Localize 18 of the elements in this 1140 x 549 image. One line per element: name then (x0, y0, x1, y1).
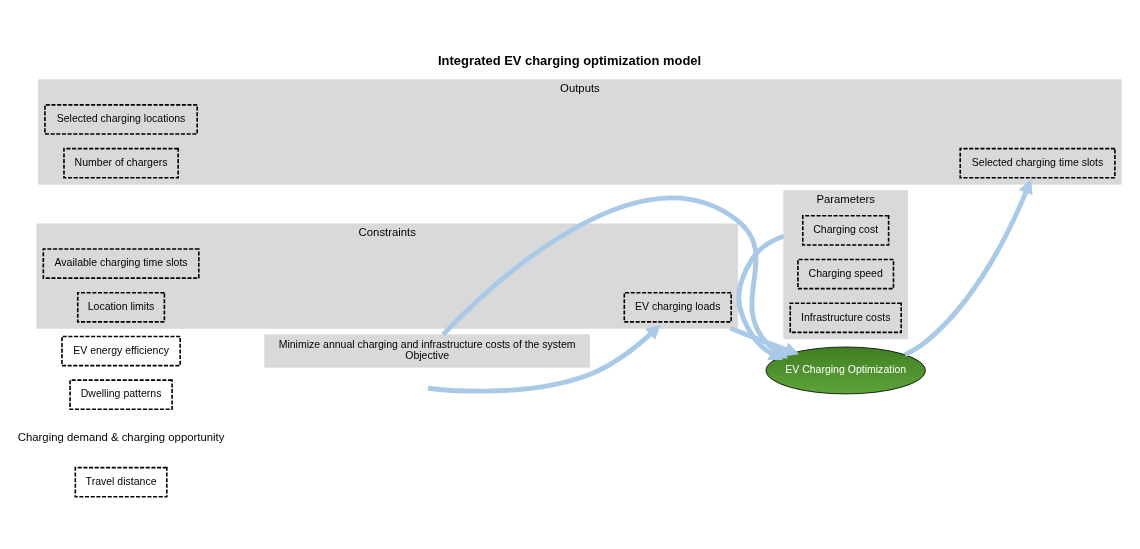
arrow (903, 179, 1033, 357)
node-box: Selected charging time slots (959, 147, 1116, 179)
node-box: Charging cost (802, 215, 890, 246)
node-box: Selected charging locations (44, 104, 198, 135)
node-box: EV energy efficiency (61, 335, 181, 367)
node-box: Location limits (76, 291, 166, 323)
arrow (427, 324, 661, 394)
node-box: Travel distance (74, 466, 168, 498)
arrow (729, 326, 799, 357)
node-box: Charging speed (797, 258, 895, 290)
node-box: Available charging time slots (42, 248, 200, 279)
node-box: Dwelling patterns (69, 379, 173, 411)
node-box: EV charging loads (623, 291, 732, 323)
label: Charging demand & charging opportunity (17, 431, 225, 444)
node-box: Minimize annual charging and infrastructure costs of the system Objective (264, 334, 590, 368)
node-box: Number of chargers (63, 147, 179, 179)
diagram-title: Integrated EV charging optimization model (438, 53, 702, 69)
node-box: Infrastructure costs (789, 302, 902, 334)
